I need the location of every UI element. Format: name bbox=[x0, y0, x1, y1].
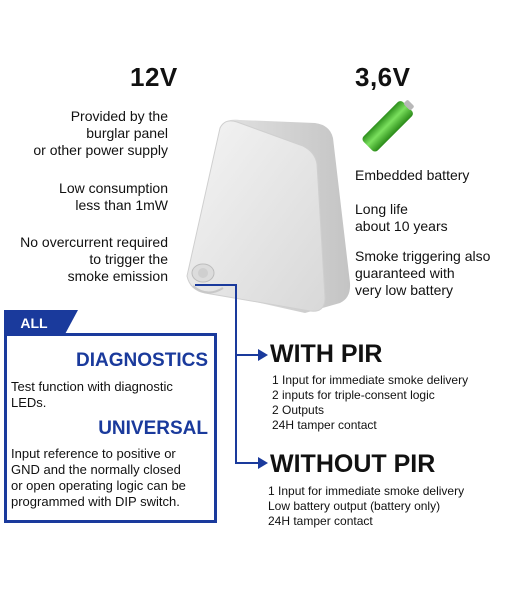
diagnostics-text: Test function with diagnostic LEDs. bbox=[11, 379, 173, 411]
text-line: programmed with DIP switch. bbox=[11, 494, 180, 509]
text-line: Low consumption bbox=[59, 180, 168, 196]
text-line: very low battery bbox=[355, 282, 454, 298]
voltage-3-6v: 3,6V bbox=[355, 62, 411, 92]
text-line: Test function with diagnostic bbox=[11, 379, 173, 394]
text-line: to trigger the bbox=[89, 251, 168, 267]
text-line: or open operating logic can be bbox=[11, 478, 186, 493]
universal-title: UNIVERSAL bbox=[98, 418, 208, 439]
universal-text: Input reference to positive or GND and t… bbox=[11, 446, 186, 510]
text-line: about 10 years bbox=[355, 218, 448, 234]
with-pir-title: WITH PIR bbox=[270, 340, 383, 368]
life-text: Long life about 10 years bbox=[355, 201, 448, 235]
text-line: No overcurrent required bbox=[20, 234, 168, 250]
list-item: 1 Input for immediate smoke delivery bbox=[268, 484, 465, 498]
power-source-text: Provided by the burglar panel or other p… bbox=[0, 108, 168, 159]
overcurrent-text: No overcurrent required to trigger the s… bbox=[0, 234, 168, 285]
battery-text: Embedded battery bbox=[355, 167, 470, 183]
list-item: 24H tamper contact bbox=[268, 514, 373, 528]
consumption-text: Low consumption less than 1mW bbox=[0, 180, 168, 214]
text-line: GND and the normally closed bbox=[11, 462, 181, 477]
list-item: Low battery output (battery only) bbox=[268, 499, 441, 513]
text-line: or other power supply bbox=[33, 142, 168, 158]
trigger-text: Smoke triggering also guaranteed with ve… bbox=[355, 248, 490, 299]
list-item: 1 Input for immediate smoke delivery bbox=[272, 373, 469, 387]
without-pir-list: 1 Input for immediate smoke delivery Low… bbox=[268, 484, 464, 529]
text-line: less than 1mW bbox=[75, 197, 168, 213]
without-pir-title: WITHOUT PIR bbox=[270, 450, 436, 478]
text-line: Smoke triggering also bbox=[355, 248, 491, 264]
text-line: Input reference to positive or bbox=[11, 446, 176, 461]
text-line: Provided by the bbox=[70, 108, 168, 124]
text-line: burglar panel bbox=[86, 125, 168, 141]
text-line: Long life bbox=[355, 201, 408, 217]
list-item: 2 Outputs bbox=[272, 403, 325, 417]
all-tab: ALL bbox=[4, 310, 64, 336]
list-item: 2 inputs for triple-consent logic bbox=[272, 388, 435, 402]
diagnostics-title: DIAGNOSTICS bbox=[76, 350, 208, 371]
text-line: LEDs. bbox=[11, 395, 47, 410]
with-pir-list: 1 Input for immediate smoke delivery 2 i… bbox=[272, 373, 468, 433]
text-line: guaranteed with bbox=[355, 265, 455, 281]
battery-icon bbox=[352, 92, 422, 167]
voltage-12v: 12V bbox=[130, 62, 178, 92]
text-line: smoke emission bbox=[67, 268, 168, 284]
list-item: 24H tamper contact bbox=[272, 418, 377, 432]
all-tab-corner bbox=[64, 310, 78, 336]
all-box: DIAGNOSTICS Test function with diagnosti… bbox=[4, 333, 217, 523]
device-image bbox=[175, 108, 360, 328]
